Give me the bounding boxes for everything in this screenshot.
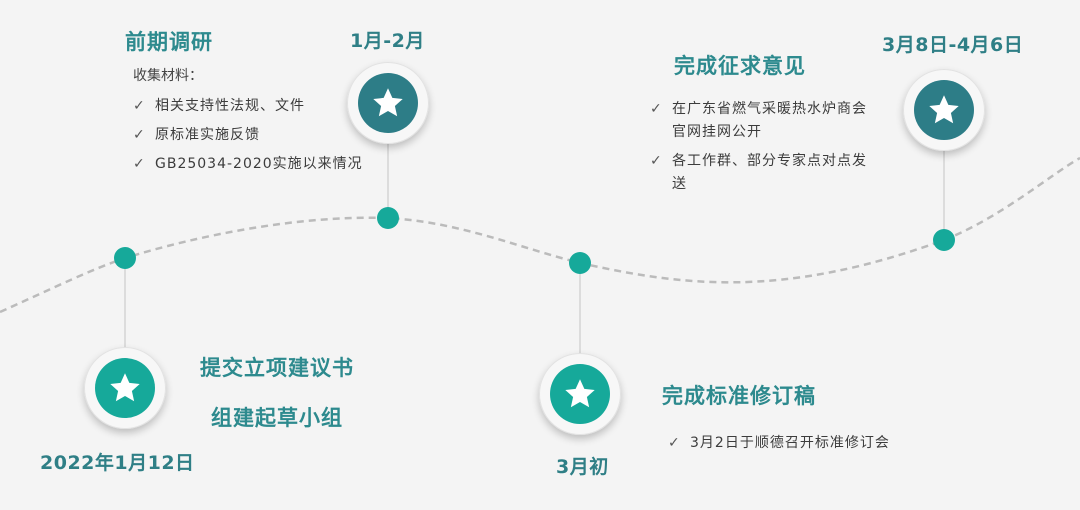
milestone-4-title: 完成征求意见 xyxy=(674,54,806,78)
star-icon xyxy=(929,95,959,124)
milestone-4-checklist: ✓在广东省燃气采暖热水炉商会官网挂网公开 ✓各工作群、部分专家点对点发送 xyxy=(650,98,870,202)
timeline-node xyxy=(114,247,136,269)
milestone-3-medal xyxy=(539,353,621,435)
milestone-1-medal xyxy=(84,347,166,429)
milestone-2-date: 1月-2月 xyxy=(350,30,425,52)
milestone-1-date: 2022年1月12日 xyxy=(40,452,195,474)
star-icon xyxy=(373,88,403,117)
check-icon: ✓ xyxy=(650,101,662,117)
list-item: ✓在广东省燃气采暖热水炉商会官网挂网公开 xyxy=(650,98,870,144)
milestone-4-date: 3月8日-4月6日 xyxy=(882,34,1024,56)
milestone-4-medal xyxy=(903,69,985,151)
list-item: ✓原标准实施反馈 xyxy=(133,124,368,147)
milestone-2-title: 前期调研 xyxy=(125,30,213,54)
milestone-1-title-2: 组建起草小组 xyxy=(211,406,343,430)
timeline-node xyxy=(933,229,955,251)
list-item: ✓3月2日于顺德召开标准修订会 xyxy=(668,432,968,455)
check-icon: ✓ xyxy=(133,156,145,172)
list-item: ✓GB25034-2020实施以来情况 xyxy=(133,153,368,176)
timeline-node xyxy=(377,207,399,229)
check-icon: ✓ xyxy=(133,98,145,114)
milestone-3-date: 3月初 xyxy=(556,456,609,478)
milestone-3-checklist: ✓3月2日于顺德召开标准修订会 xyxy=(668,432,968,461)
milestone-2-checklist: ✓相关支持性法规、文件 ✓原标准实施反馈 ✓GB25034-2020实施以来情况 xyxy=(133,95,368,182)
check-icon: ✓ xyxy=(668,435,680,451)
milestone-2-medal xyxy=(347,62,429,144)
timeline-node xyxy=(569,252,591,274)
list-item: ✓各工作群、部分专家点对点发送 xyxy=(650,150,870,196)
milestone-3-title: 完成标准修订稿 xyxy=(662,384,816,408)
star-icon xyxy=(110,373,140,402)
check-icon: ✓ xyxy=(650,153,662,169)
milestone-2-subhead: 收集材料： xyxy=(133,68,203,84)
check-icon: ✓ xyxy=(133,127,145,143)
star-icon xyxy=(565,379,595,408)
milestone-1-title: 提交立项建议书 xyxy=(200,356,354,380)
list-item: ✓相关支持性法规、文件 xyxy=(133,95,368,118)
